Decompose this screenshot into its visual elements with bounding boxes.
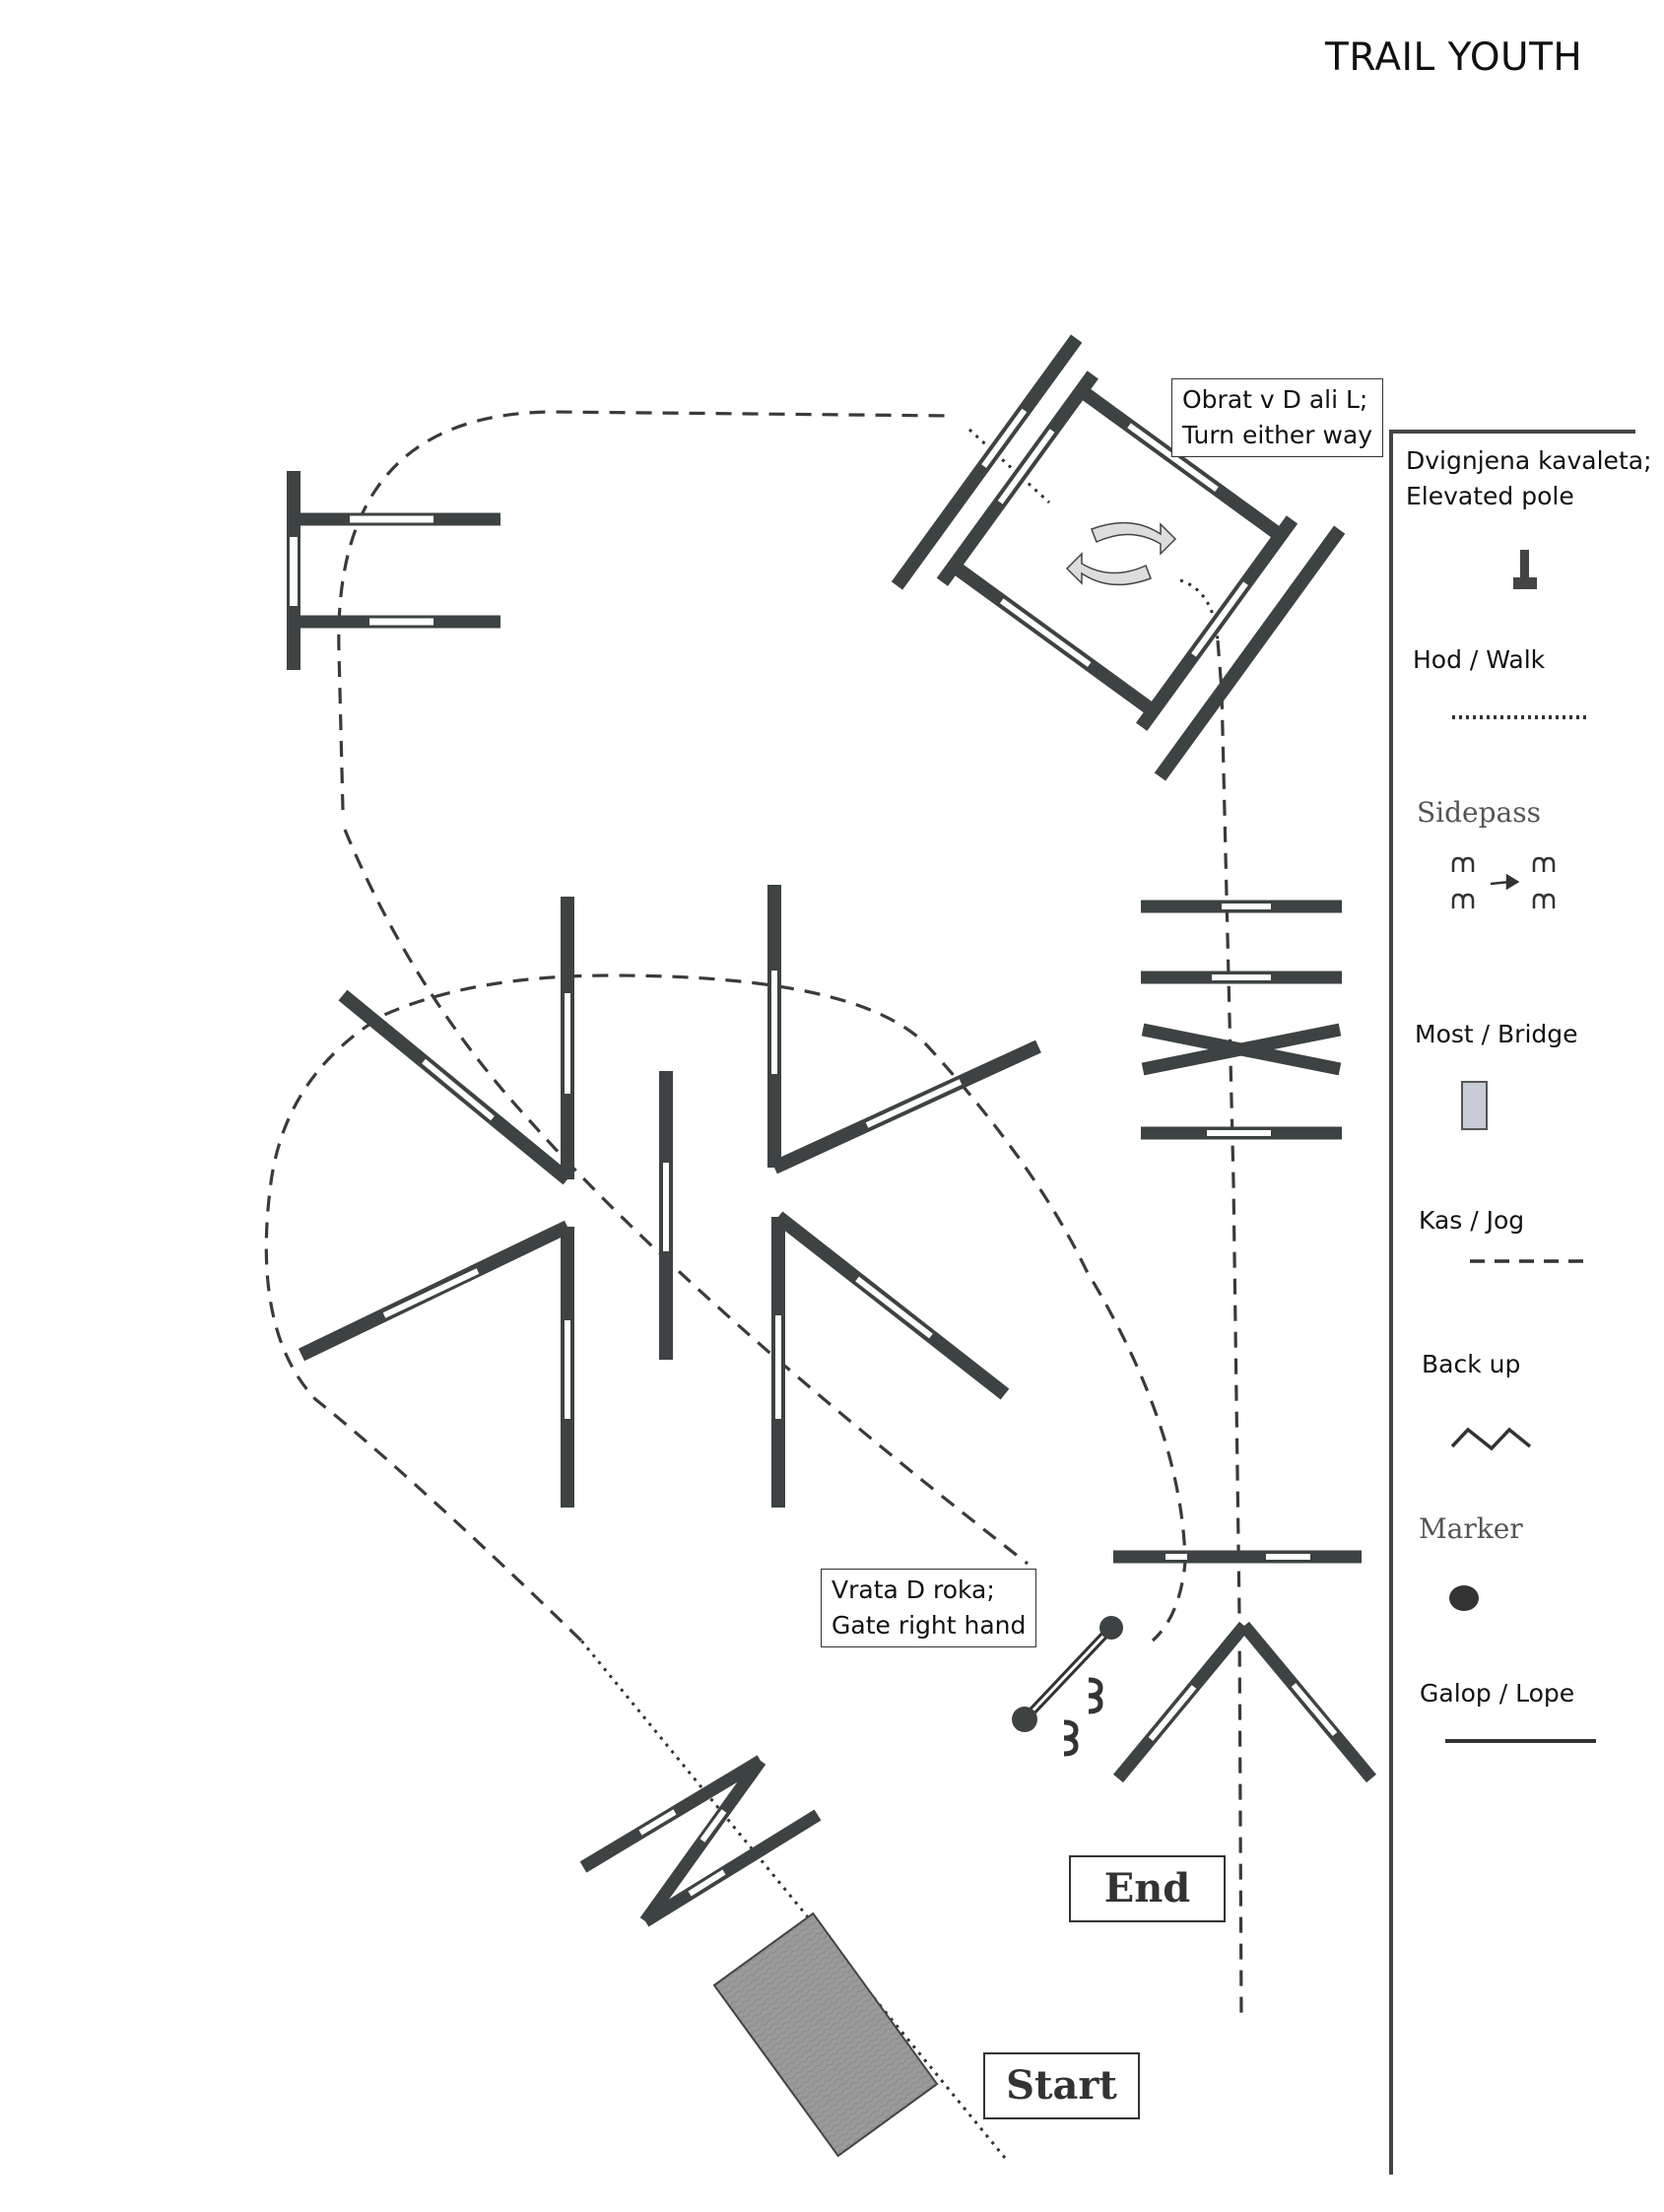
elevated-pole-icon <box>1513 550 1537 589</box>
legend-bridge: Most / Bridge <box>1415 1020 1578 1048</box>
sidepass-icon <box>1451 856 1556 908</box>
top-left-pole-group <box>287 471 500 670</box>
turn-note: Obrat v D ali L; Turn either way <box>1171 378 1384 457</box>
backup-legend-icon <box>1450 1427 1532 1451</box>
turn-note-line-1: Obrat v D ali L; <box>1182 385 1368 414</box>
gate-note-line-1: Vrata D roka; <box>832 1575 995 1604</box>
lower-right-poles <box>1112 1550 1376 1783</box>
l-pole-maze <box>298 885 1041 1508</box>
legend-lope: Galop / Lope <box>1420 1679 1575 1708</box>
legend-sidepass: Sidepass <box>1417 796 1541 829</box>
start-zigzag-poles <box>579 1755 822 1927</box>
walk-route <box>579 428 1220 2159</box>
legend-marker: Marker <box>1419 1512 1523 1545</box>
turn-box <box>891 334 1346 781</box>
gate <box>1012 1616 1123 1732</box>
right-pole-set <box>1141 900 1342 1140</box>
page-title: TRAIL YOUTH <box>1325 35 1583 80</box>
bridge-legend-icon <box>1461 1081 1488 1130</box>
gate-horse-tracks <box>1063 1677 1103 1757</box>
legend-walk: Hod / Walk <box>1413 645 1546 674</box>
gate-note-line-2: Gate right hand <box>832 1611 1027 1640</box>
legend-jog: Kas / Jog <box>1419 1206 1525 1235</box>
marker-legend-icon <box>1449 1585 1479 1611</box>
start-label: Start <box>983 2052 1140 2119</box>
jog-route <box>264 410 1243 2021</box>
legend-frame <box>1389 430 1635 2175</box>
legend-elevated-line-2: Elevated pole <box>1406 482 1574 510</box>
legend-elevated-line-1: Dvignjena kavaleta; <box>1406 446 1652 475</box>
legend-backup: Back up <box>1422 1350 1521 1378</box>
bridge-start-box <box>712 1911 939 2158</box>
turn-note-line-2: Turn either way <box>1182 421 1373 449</box>
legend-elevated-pole: Dvignjena kavaleta; Elevated pole <box>1406 443 1652 514</box>
turn-arrow-icon <box>1065 521 1177 586</box>
end-label: End <box>1069 1855 1226 1922</box>
gate-note: Vrata D roka; Gate right hand <box>821 1569 1037 1647</box>
